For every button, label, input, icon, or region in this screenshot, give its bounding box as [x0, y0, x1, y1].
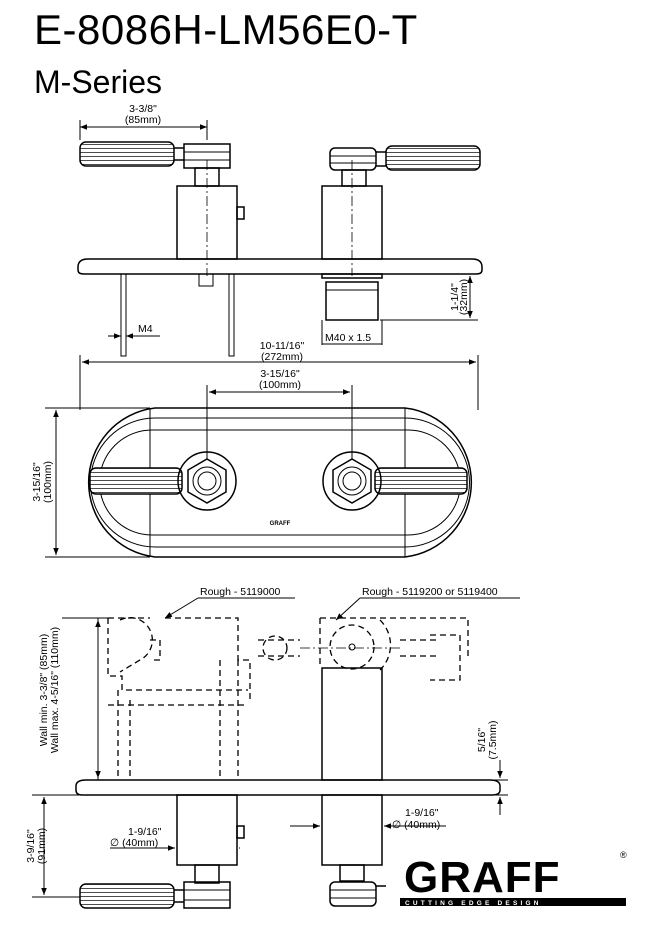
page-subtitle: M-Series: [34, 64, 163, 100]
rough-left-body: [108, 617, 251, 700]
dim-m4: M4: [138, 323, 153, 335]
section-view: Rough - 5119000 Rough - 5119200 or 51194…: [25, 586, 520, 909]
front-left-escutcheon: [177, 451, 237, 511]
dim-plate-width-in: 10-11/16": [260, 340, 305, 352]
trim-right-body: [321, 794, 383, 866]
left-knurled-handle: [79, 141, 175, 167]
dim-stem-height-mm: (32mm): [458, 279, 470, 315]
dim-trim-right-dia-mm: ∅ (40mm): [392, 819, 440, 831]
tagline-bar: [400, 898, 626, 906]
threaded-stem: [325, 281, 379, 321]
front-view: 10-11/16" (272mm) 3-15/16" (100mm) 3-15/…: [31, 340, 479, 558]
side-view: 3-3/8" (85mm) M4: [77, 103, 483, 357]
dim-wall-min: Wall min. 3-3/8" (85mm): [38, 634, 50, 746]
dim-wall-max: Wall max. 4-5/16" (110mm): [49, 627, 61, 753]
callout-rough-left: Rough - 5119000: [200, 586, 281, 598]
plate-logo: GRAFF: [270, 521, 291, 527]
trim-left-body: [176, 794, 238, 866]
dim-plate-height-in: 3-15/16": [31, 462, 43, 502]
page-title: E-8086H-LM56E0-T: [34, 6, 418, 53]
dim-projection-mm: (91mm): [36, 828, 48, 864]
backplate-side: [77, 258, 483, 275]
dim-center-spacing-in: 3-15/16": [260, 368, 300, 380]
rough-right-body: [319, 617, 469, 681]
dim-trim-right-dia-in: 1-9/16": [405, 807, 439, 819]
brand-tagline: CUTTING EDGE DESIGN: [405, 900, 542, 907]
backplate-face: [99, 429, 461, 536]
dim-plate-width-mm: (272mm): [261, 351, 303, 363]
dim-trim-left-dia-mm: ∅ (40mm): [110, 837, 158, 849]
dim-top-width-in: 3-3/8": [129, 103, 157, 115]
bottom-left-hex-nut: [183, 881, 231, 909]
brand-name: GRAFF: [404, 853, 561, 902]
dim-top-width-mm: (85mm): [125, 114, 161, 126]
dim-stem-height-in: 1-1/4": [449, 283, 461, 311]
callout-rough-right: Rough - 5119200 or 5119400: [362, 586, 498, 598]
right-stem-collar: [341, 169, 367, 187]
left-set-screw: [236, 206, 245, 220]
dim-projection-in: 3-9/16": [25, 829, 37, 863]
dim-m40: M40 x 1.5: [325, 332, 371, 344]
front-right-hex-nut: [332, 458, 372, 504]
dim-plate-thickness-mm: (7.5mm): [487, 720, 499, 759]
right-hex-nut: [329, 147, 377, 171]
bottom-left-handle: [79, 883, 175, 909]
front-right-handle: [374, 467, 468, 495]
dim-plate-thickness-in: 5/16": [476, 728, 488, 752]
section-backplate: [75, 779, 501, 796]
right-mounting-screw: [228, 273, 235, 357]
front-left-handle: [89, 467, 183, 495]
stud: [198, 273, 214, 287]
left-mounting-screw: [120, 273, 127, 357]
rough-left-handle: [119, 617, 153, 673]
front-left-hex-nut: [187, 458, 227, 504]
front-right-escutcheon: [322, 451, 382, 511]
bottom-right-hex-nut: [329, 881, 377, 907]
dim-trim-left-dia-in: 1-9/16": [128, 826, 162, 838]
right-knurled-handle: [385, 145, 481, 171]
dim-center-spacing-mm: (100mm): [259, 379, 301, 391]
graff-logo: GRAFF ® CUTTING EDGE DESIGN: [400, 850, 627, 907]
rough-right-cartridge: [329, 624, 375, 670]
dim-plate-height-mm: (100mm): [42, 461, 54, 503]
registered-mark: ®: [620, 850, 627, 860]
section-center-stem: [321, 667, 383, 781]
thread-collar: [321, 273, 383, 279]
